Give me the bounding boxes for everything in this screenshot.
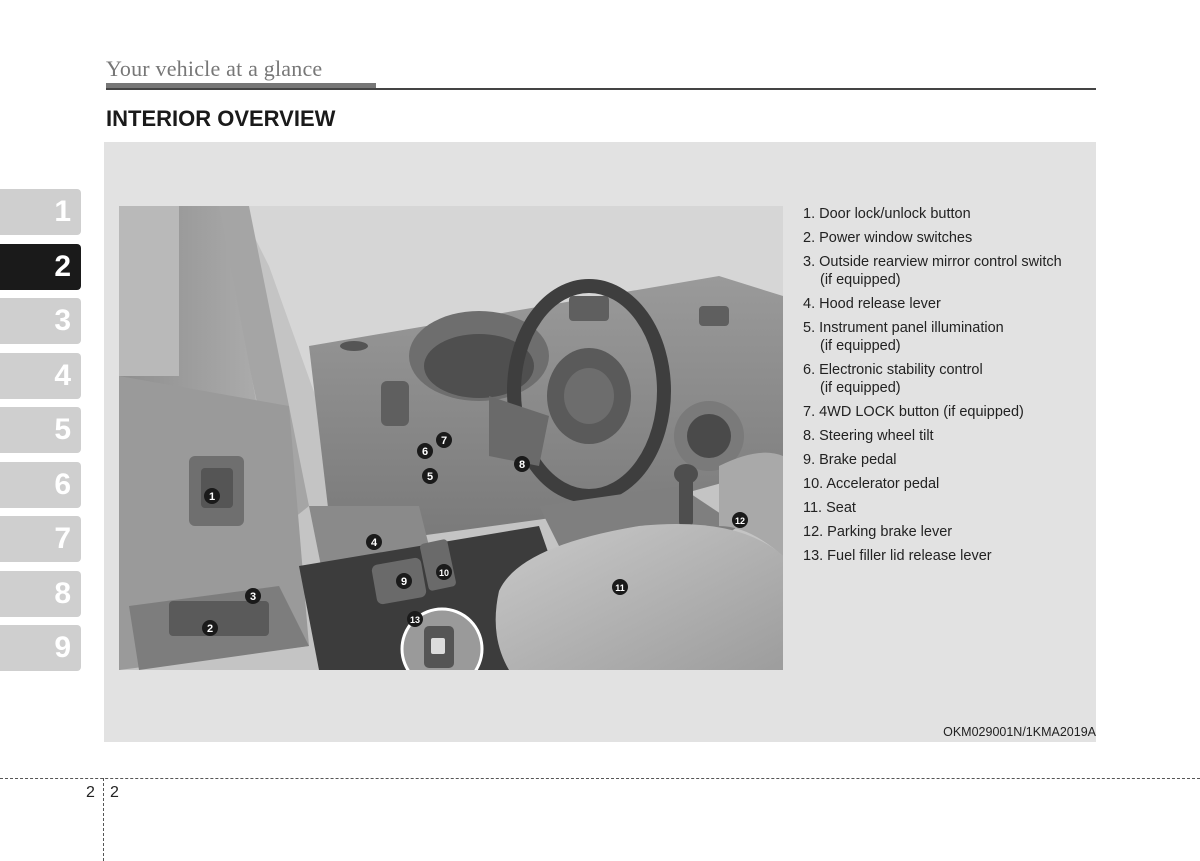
- svg-text:12: 12: [735, 516, 745, 526]
- chapter-tab-1[interactable]: 1: [0, 189, 81, 235]
- header-rule: [106, 88, 1096, 90]
- chapter-tabs: 1 2 3 4 5 6 7 8 9: [0, 189, 81, 680]
- legend-item: 2. Power window switches: [803, 230, 973, 246]
- chapter-tab-9[interactable]: 9: [0, 625, 81, 671]
- chapter-tab-8[interactable]: 8: [0, 570, 81, 617]
- chapter-tab-3[interactable]: 3: [0, 298, 81, 344]
- page-number: 2: [110, 784, 119, 801]
- callout-9: 9: [396, 573, 412, 589]
- legend-item: 4. Hood release lever: [803, 296, 941, 312]
- legend-item: 13. Fuel filler lid release lever: [803, 548, 992, 564]
- chapter-tab-6[interactable]: 6: [0, 461, 81, 508]
- callout-7: 7: [436, 432, 452, 448]
- header-rule-accent: [106, 83, 376, 89]
- legend-item: 8. Steering wheel tilt: [803, 428, 934, 444]
- legend-item: 5. Instrument panel illumination(if equi…: [803, 320, 1004, 354]
- svg-text:9: 9: [401, 576, 407, 588]
- interior-drawing: 1 2 3 4 5 6 7 8 9 10 11 12 13: [119, 206, 783, 670]
- svg-text:1: 1: [209, 491, 215, 503]
- legend-item: 10. Accelerator pedal: [803, 476, 940, 492]
- running-header: Your vehicle at a glance: [106, 56, 323, 81]
- callout-5: 5: [422, 468, 438, 484]
- chapter-number: 2: [86, 784, 95, 801]
- callout-13: 13: [407, 611, 423, 627]
- callout-6: 6: [417, 443, 433, 459]
- callout-3: 3: [245, 588, 261, 604]
- callout-12: 12: [732, 512, 748, 528]
- footer-rule: [0, 778, 1200, 779]
- svg-text:7: 7: [441, 435, 447, 447]
- chapter-tab-7[interactable]: 7: [0, 516, 81, 562]
- legend-item: 7. 4WD LOCK button (if equipped): [803, 404, 1024, 420]
- callout-4: 4: [366, 534, 382, 550]
- footer-divider: [103, 778, 104, 861]
- svg-text:6: 6: [422, 446, 428, 458]
- legend-list: 1. Door lock/unlock button 2. Power wind…: [803, 205, 1093, 571]
- legend-item: 11. Seat: [803, 500, 856, 516]
- legend-item: 6. Electronic stability control(if equip…: [803, 362, 983, 396]
- callout-1: 1: [204, 488, 220, 504]
- figure-code: OKM029001N/1KMA2019A: [943, 725, 1096, 739]
- svg-text:11: 11: [615, 583, 625, 593]
- legend-item: 1. Door lock/unlock button: [803, 206, 971, 222]
- legend-item: 12. Parking brake lever: [803, 524, 953, 540]
- legend-item: 9. Brake pedal: [803, 452, 897, 468]
- callout-11: 11: [612, 579, 628, 595]
- svg-text:10: 10: [439, 568, 449, 578]
- svg-text:2: 2: [207, 623, 213, 635]
- svg-text:3: 3: [250, 591, 256, 603]
- chapter-tab-5[interactable]: 5: [0, 407, 81, 453]
- svg-text:4: 4: [371, 537, 378, 549]
- chapter-tab-4[interactable]: 4: [0, 352, 81, 399]
- callout-10: 10: [436, 564, 452, 580]
- svg-text:13: 13: [410, 615, 420, 625]
- legend-item: 3. Outside rearview mirror control switc…: [803, 254, 1062, 288]
- chapter-tab-2[interactable]: 2: [0, 243, 81, 290]
- svg-text:5: 5: [427, 471, 433, 483]
- callout-8: 8: [514, 456, 530, 472]
- section-title: INTERIOR OVERVIEW: [106, 106, 336, 131]
- interior-illustration: 1 2 3 4 5 6 7 8 9 10 11 12 13: [119, 206, 783, 670]
- svg-text:8: 8: [519, 459, 525, 471]
- callout-2: 2: [202, 620, 218, 636]
